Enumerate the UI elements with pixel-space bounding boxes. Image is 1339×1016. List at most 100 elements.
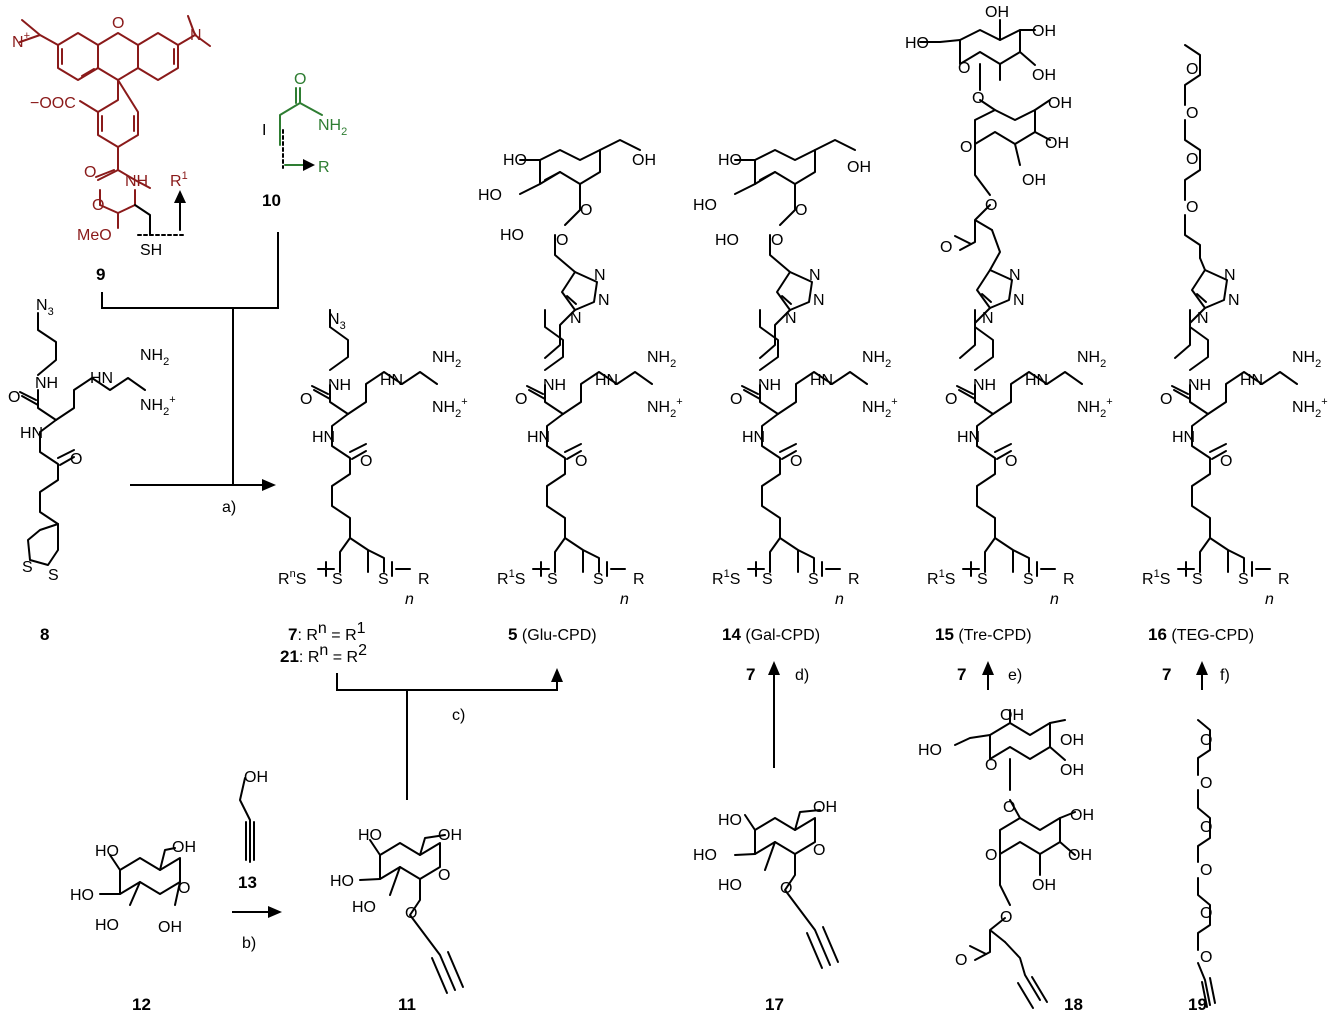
svg-text:HN: HN <box>1025 372 1048 389</box>
svg-text:O: O <box>985 847 997 864</box>
svg-text:N3: N3 <box>328 311 346 332</box>
svg-text:O: O <box>515 391 527 408</box>
svg-text:HN: HN <box>20 425 43 442</box>
svg-text:R: R <box>418 571 430 588</box>
svg-text:HN: HN <box>1240 372 1263 389</box>
svg-text:O: O <box>1160 391 1172 408</box>
svg-text:HO: HO <box>905 35 929 52</box>
compound-label-7: 7: Rn = R1 <box>288 620 366 644</box>
svg-text:O: O <box>972 90 984 107</box>
compound-8-structure: N3 NH O HN NH2 NH2+ HN O S S <box>8 297 176 584</box>
svg-text:O: O <box>940 239 952 256</box>
svg-text:R: R <box>1278 571 1290 588</box>
svg-text:HN: HN <box>527 429 550 446</box>
svg-text:HN: HN <box>312 429 335 446</box>
svg-text:HN: HN <box>810 372 833 389</box>
svg-text:O: O <box>1186 151 1198 168</box>
svg-text:N: N <box>785 310 797 327</box>
svg-text:N: N <box>813 292 825 309</box>
compound-label-18: 18 <box>1064 995 1083 1014</box>
svg-text:HO: HO <box>718 877 742 894</box>
condition-e: e) <box>1008 667 1022 684</box>
svg-text:HO: HO <box>693 847 717 864</box>
svg-text:O: O <box>438 867 450 884</box>
svg-text:O: O <box>1200 732 1212 749</box>
svg-text:O: O <box>958 60 970 77</box>
svg-text:NH: NH <box>758 377 781 394</box>
svg-text:O: O <box>575 453 587 470</box>
svg-text:O: O <box>360 453 372 470</box>
condition-f: f) <box>1220 667 1230 684</box>
compound-5-structure: HO HO HO OH O O N N N NH O HN NH2 NH2+ H… <box>478 139 683 608</box>
svg-text:I: I <box>262 122 266 139</box>
svg-text:OH: OH <box>1068 847 1092 864</box>
svg-text:N: N <box>1224 267 1236 284</box>
svg-text:O: O <box>790 453 802 470</box>
svg-text:O: O <box>112 15 124 32</box>
svg-text:n: n <box>1265 591 1274 608</box>
compound-7-structure: N3 <box>311 309 438 577</box>
condition-a: a) <box>222 499 236 516</box>
svg-text:R1S: R1S <box>712 568 740 588</box>
svg-text:O: O <box>780 880 792 897</box>
svg-text:S: S <box>332 571 343 588</box>
svg-text:O: O <box>580 202 592 219</box>
svg-text:OH: OH <box>985 4 1009 21</box>
compound-label-21: 21: Rn = R2 <box>280 642 367 666</box>
svg-text:OH: OH <box>1032 23 1056 40</box>
svg-text:NH2: NH2 <box>1077 349 1106 370</box>
svg-text:O: O <box>178 880 190 897</box>
svg-text:O: O <box>1200 819 1212 836</box>
svg-text:HO: HO <box>352 899 376 916</box>
svg-text:HO: HO <box>503 152 527 169</box>
compound-label-12: 12 <box>132 995 151 1014</box>
svg-text:O: O <box>70 451 82 468</box>
compound-label-10: 10 <box>262 191 281 210</box>
compound-7-labels: NH O HN NH2 NH2+ HN O RnS S S R n <box>278 349 468 608</box>
svg-text:NH2+: NH2+ <box>1077 396 1113 420</box>
compound-label-5: 5 (Glu-CPD) <box>508 625 597 644</box>
svg-text:O: O <box>1200 905 1212 922</box>
svg-text:HN: HN <box>90 370 113 387</box>
svg-text:S: S <box>762 571 773 588</box>
compound-16-structure: O O O O N N N NH O HN NH2 NH2+ HN O R1S … <box>1142 44 1328 608</box>
svg-text:HO: HO <box>718 152 742 169</box>
svg-text:NH2: NH2 <box>1292 349 1321 370</box>
svg-text:OH: OH <box>158 919 182 936</box>
condition-d: d) <box>795 667 809 684</box>
svg-text:R1S: R1S <box>927 568 955 588</box>
compound-14-structure: HO HO HO OH O O N N N NH O HN NH2 NH2+ H… <box>693 139 898 608</box>
svg-text:R: R <box>1063 571 1075 588</box>
svg-text:NH2: NH2 <box>432 349 461 370</box>
svg-text:NH: NH <box>543 377 566 394</box>
svg-text:N+: N+ <box>12 30 30 51</box>
svg-text:OH: OH <box>438 827 462 844</box>
compound-label-17: 17 <box>765 995 784 1014</box>
svg-text:R1S: R1S <box>1142 568 1170 588</box>
svg-text:O: O <box>8 389 20 406</box>
svg-text:O: O <box>1186 61 1198 78</box>
svg-text:NH: NH <box>1188 377 1211 394</box>
svg-text:HO: HO <box>330 873 354 890</box>
svg-text:HO: HO <box>478 187 502 204</box>
svg-text:O: O <box>730 391 742 408</box>
svg-text:HO: HO <box>500 227 524 244</box>
svg-text:HO: HO <box>918 742 942 759</box>
svg-text:OH: OH <box>1000 707 1024 724</box>
svg-text:O: O <box>813 842 825 859</box>
svg-text:S: S <box>808 571 819 588</box>
svg-text:S: S <box>48 567 59 584</box>
svg-text:N: N <box>1009 267 1021 284</box>
svg-text:NH2+: NH2+ <box>432 396 468 420</box>
svg-text:HN: HN <box>595 372 618 389</box>
svg-text:O: O <box>294 71 306 88</box>
svg-text:O: O <box>1200 775 1212 792</box>
svg-text:N3: N3 <box>36 297 54 318</box>
svg-text:S: S <box>1238 571 1249 588</box>
svg-text:NH: NH <box>973 377 996 394</box>
svg-text:O: O <box>985 757 997 774</box>
compound-label-16: 16 (TEG-CPD) <box>1148 625 1254 644</box>
svg-text:O: O <box>300 391 312 408</box>
compound-17-structure: HO HO HO OH O O <box>693 799 839 969</box>
